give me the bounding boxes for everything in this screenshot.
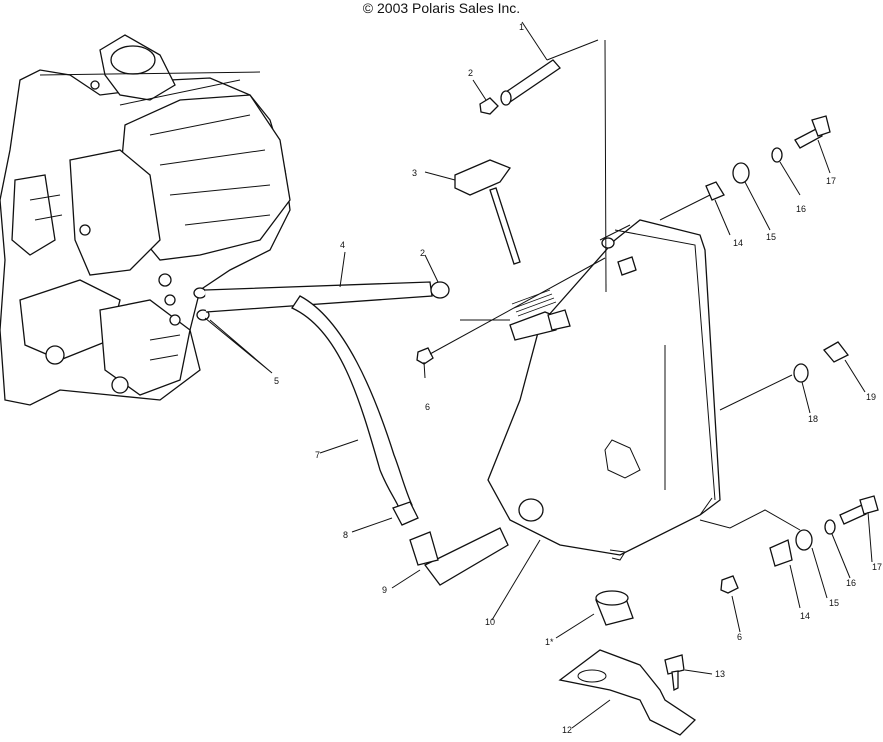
callout-14: 14 — [733, 238, 743, 248]
callout-8: 8 — [343, 530, 348, 540]
callout-18: 18 — [808, 414, 818, 424]
nut-6-right — [720, 575, 739, 594]
callout-17: 17 — [826, 176, 836, 186]
nut-6-left — [416, 347, 434, 365]
leader-lines — [204, 21, 873, 729]
callout-6: 6 — [425, 402, 430, 412]
callout-17: 17 — [872, 562, 882, 572]
feed-hose — [204, 281, 450, 313]
callout-7: 7 — [315, 450, 320, 460]
hose-clamp-top — [479, 97, 499, 115]
callout-9: 9 — [382, 585, 387, 595]
washer-and-fitting — [793, 341, 849, 383]
callout-13: 13 — [715, 669, 725, 679]
callout-3: 3 — [412, 168, 417, 178]
callout-15: 15 — [766, 232, 776, 242]
dipstick — [454, 159, 521, 265]
callout-16: 16 — [796, 204, 806, 214]
callout-16: 16 — [846, 578, 856, 588]
lower-mount-hardware — [769, 495, 879, 567]
engine-assembly — [0, 34, 291, 406]
callout-2: 2 — [420, 248, 425, 258]
oil-tank — [487, 219, 721, 561]
bolt-13 — [664, 654, 685, 691]
callout-2: 2 — [468, 68, 473, 78]
upper-mount-hardware — [705, 115, 831, 201]
callout-4: 4 — [340, 240, 345, 250]
callout-1-star: 1* — [545, 637, 554, 647]
callout-1: 1 — [519, 22, 524, 32]
oil-filter-cap — [511, 289, 557, 317]
callout-labels: 1 2 3 4 2 5 6 7 8 9 10 1* 12 13 6 14 15 … — [274, 22, 882, 735]
callout-12: 12 — [562, 725, 572, 735]
callout-14: 14 — [800, 611, 810, 621]
mounting-bracket — [558, 649, 697, 736]
return-hose — [291, 295, 413, 511]
filler-cap — [595, 590, 634, 626]
elbow-fitting — [409, 527, 509, 586]
callout-19: 19 — [866, 392, 876, 402]
vent-hose — [500, 39, 599, 106]
copyright-notice: © 2003 Polaris Sales Inc. — [362, 0, 521, 16]
hose-clamp-bottom — [392, 501, 419, 526]
callout-5: 5 — [274, 376, 279, 386]
callout-15: 15 — [829, 598, 839, 608]
callout-10: 10 — [485, 617, 495, 627]
callout-6: 6 — [737, 632, 742, 642]
hose-fittings — [193, 287, 210, 321]
